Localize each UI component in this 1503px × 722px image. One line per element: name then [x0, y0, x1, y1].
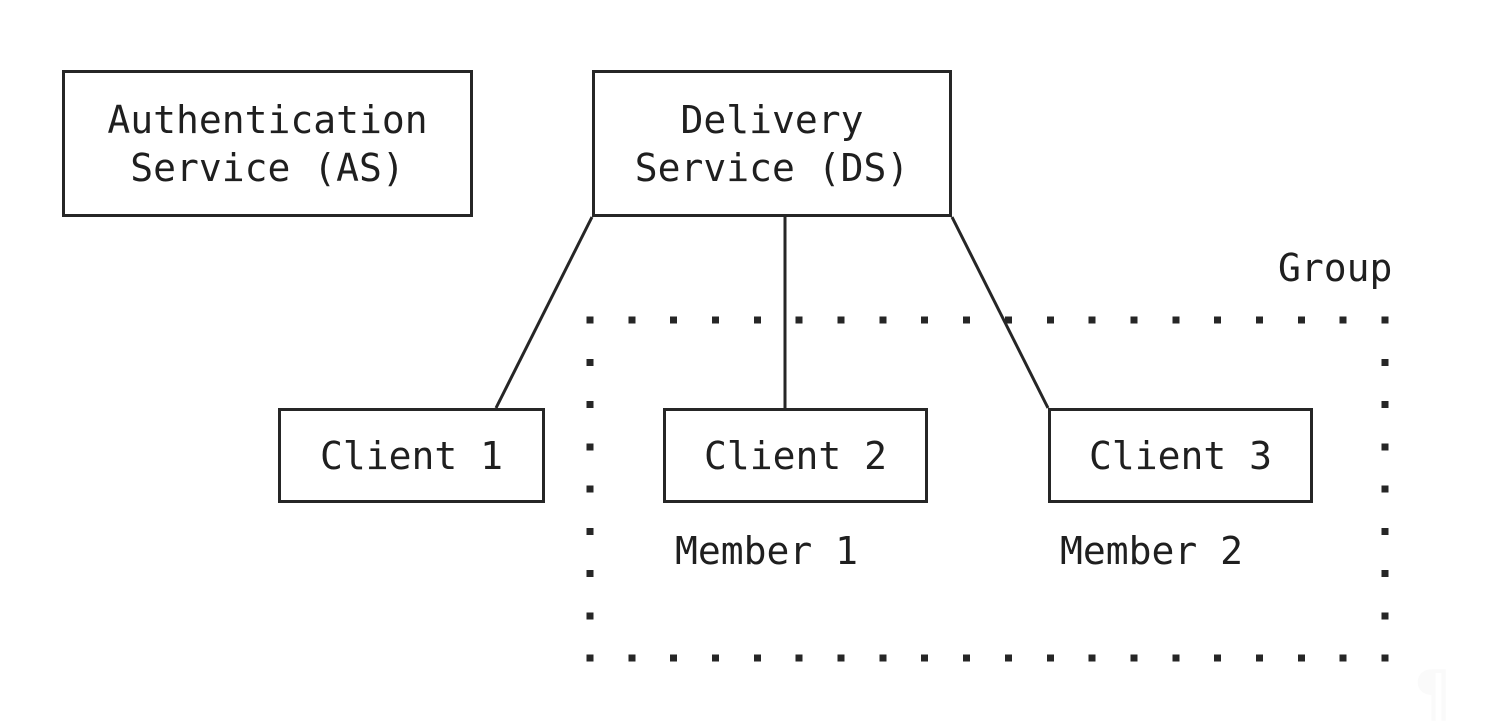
member-1-label: Member 1 — [675, 529, 859, 573]
client-2-label: Client 2 — [703, 433, 888, 478]
pilcrow-watermark: ¶ — [1413, 657, 1453, 722]
authentication-service-box[interactable]: Authentication Service (AS) — [62, 70, 473, 217]
client-1-label: Client 1 — [319, 433, 504, 478]
edge-ds-to-client-1 — [494, 216, 594, 409]
group-label: Group — [1278, 246, 1393, 290]
edge-ds-to-client-3 — [950, 216, 1050, 409]
client-2-box[interactable]: Client 2 — [663, 408, 928, 503]
member-2-label: Member 2 — [1060, 529, 1244, 573]
client-3-box[interactable]: Client 3 — [1048, 408, 1313, 503]
client-1-box[interactable]: Client 1 — [278, 408, 545, 503]
authentication-service-line-1: Authentication — [107, 97, 428, 142]
delivery-service-line-1: Delivery — [680, 97, 864, 142]
authentication-service-line-2: Service (AS) — [130, 145, 405, 190]
client-3-label: Client 3 — [1088, 433, 1273, 478]
delivery-service-box[interactable]: Delivery Service (DS) — [592, 70, 952, 217]
delivery-service-line-2: Service (DS) — [634, 145, 910, 190]
group-boundary — [586, 316, 1389, 662]
